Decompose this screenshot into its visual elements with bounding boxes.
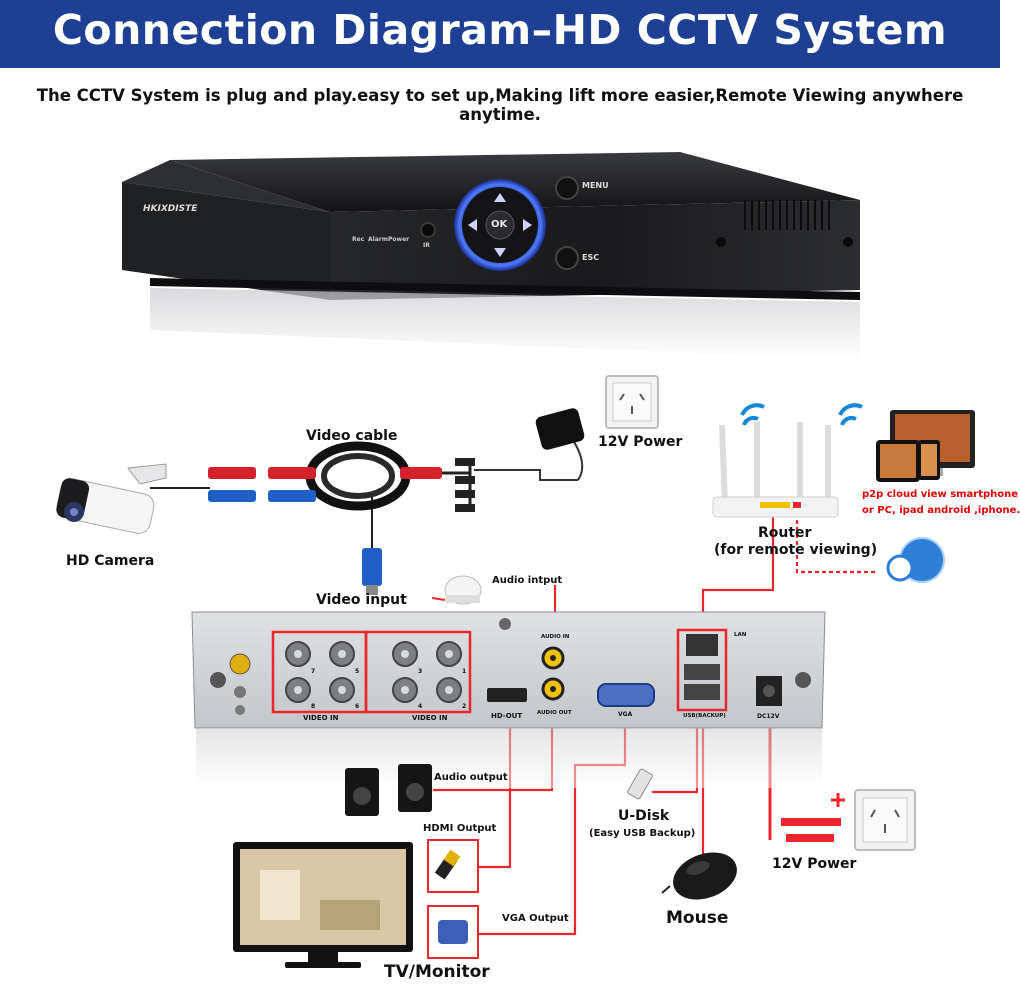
internet-globe — [886, 537, 945, 583]
bnc-number: 1 — [462, 668, 467, 675]
usb-disk — [627, 768, 653, 800]
ok-label: OK — [491, 219, 508, 230]
bnc-number: 3 — [418, 668, 423, 675]
wire-lan — [701, 505, 775, 632]
bnc-number: 5 — [355, 668, 360, 675]
dc-symbol — [781, 793, 845, 842]
usb-label: USB(BACKUP) — [683, 713, 726, 719]
audio-out-label: AUDIO OUT — [537, 710, 572, 716]
vga-cable-icon — [427, 905, 479, 959]
esc-label: ESC — [582, 253, 600, 262]
indicator-alarm: Alarm — [368, 236, 388, 243]
audio-input-label: Audio intput — [492, 575, 563, 586]
hdmi-cable-icon — [427, 839, 479, 893]
hd-camera — [56, 463, 167, 534]
hd-camera-label: HD Camera — [66, 553, 155, 569]
speakers — [345, 764, 432, 816]
menu-label: MENU — [582, 181, 609, 190]
vga-output-label: VGA Output — [502, 913, 569, 924]
microphone — [431, 575, 482, 605]
remote-devices — [876, 410, 975, 482]
hd-out-label: HD-OUT — [491, 712, 523, 720]
title-banner — [0, 0, 1000, 68]
mouse — [661, 852, 737, 900]
video-cable-label: Video cable — [306, 428, 398, 444]
indicator-rec: Rec — [352, 236, 365, 243]
power-splitter — [442, 458, 475, 512]
router — [712, 403, 863, 518]
page-subtitle: The CCTV System is plug and play.easy to… — [36, 86, 964, 124]
bnc-number: 7 — [311, 668, 316, 675]
bnc-number: 4 — [418, 703, 423, 710]
power-top-label: 12V Power — [598, 434, 683, 450]
tv-monitor-label: TV/Monitor — [384, 962, 490, 982]
menu-button-shape — [555, 176, 579, 200]
video-cable — [208, 441, 442, 595]
esc-button-shape — [555, 246, 579, 270]
dvr-back-panel — [191, 611, 826, 788]
power-outlet-bottom — [854, 789, 916, 851]
u-disk-label: U-Disk — [618, 808, 670, 824]
vga-label: VGA — [618, 711, 633, 718]
tv-monitor — [233, 842, 413, 968]
power-adapter-top — [535, 375, 659, 450]
mouse-label: Mouse — [666, 908, 729, 928]
ir-sensor — [420, 222, 436, 238]
video-input-label: Video input — [316, 592, 407, 608]
audio-output-label: Audio output — [434, 772, 508, 783]
u-disk-sublabel: (Easy USB Backup) — [589, 828, 696, 839]
lan-label: LAN — [734, 632, 747, 638]
dc-label: DC12V — [757, 713, 780, 720]
p2p-label-line2: or PC, ipad android ,iphone. — [862, 505, 1020, 516]
p2p-label-line1: p2p cloud view smartphone — [862, 489, 1019, 500]
bnc-number: 6 — [355, 703, 360, 710]
router-sublabel: (for remote viewing) — [714, 542, 878, 558]
power-bottom-label: 12V Power — [772, 856, 857, 872]
ir-label: IR — [423, 242, 430, 249]
page-title: Connection Diagram–HD CCTV System — [52, 6, 948, 54]
router-label: Router — [758, 525, 812, 541]
bnc-number: 8 — [311, 703, 316, 710]
video-in-left-label: VIDEO IN — [303, 714, 339, 722]
video-in-right-label: VIDEO IN — [412, 714, 448, 722]
audio-in-label: AUDIO IN — [541, 634, 570, 640]
indicator-power: Power — [388, 236, 410, 243]
dvr-front-unit — [122, 152, 860, 360]
wire-internet — [795, 520, 875, 574]
bnc-number: 2 — [462, 703, 467, 710]
hdmi-output-label: HDMI Output — [423, 823, 497, 834]
dvr-brand: HKIXDISTE — [143, 204, 198, 214]
